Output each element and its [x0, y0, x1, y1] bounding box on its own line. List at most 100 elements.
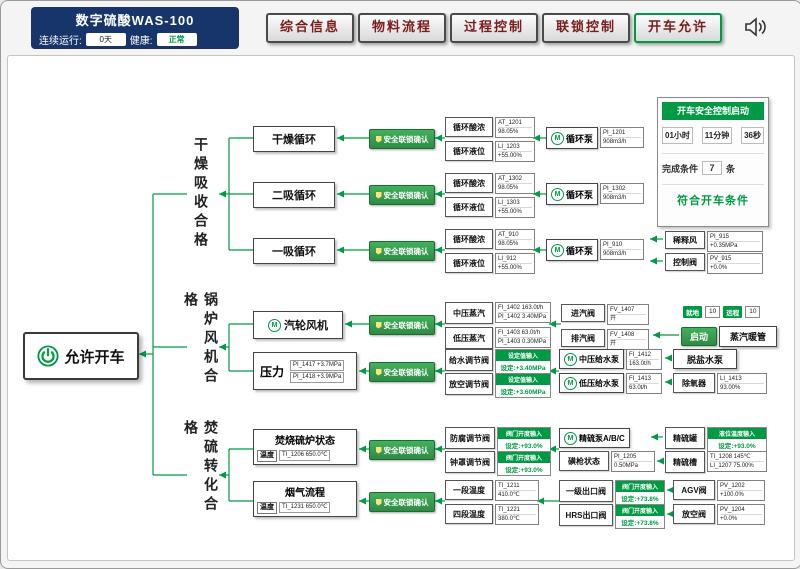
check-stage1-temperature: 一段温度TI_1211410.0℃	[445, 480, 539, 501]
steam-inlet-valve: 进汽阀FV_1407开	[561, 304, 649, 325]
safety-interlock-confirm-button[interactable]: 安全联锁确认	[369, 185, 435, 205]
motor-icon: M	[268, 319, 281, 332]
safety-interlock-confirm-button[interactable]: 安全联锁确认	[369, 315, 435, 335]
value-line: +0.35MPa	[710, 242, 760, 250]
shield-icon	[376, 136, 382, 143]
check-value: TI_1211410.0℃	[495, 480, 539, 501]
safety-interlock-confirm-button[interactable]: 安全联锁确认	[369, 241, 435, 261]
tag-line: FI_1402 163.0t/h	[498, 304, 548, 313]
tag-line: FI_1403 63.0t/h	[498, 329, 548, 338]
start-button[interactable]: 启动	[681, 327, 717, 346]
node-label: 烟气流程	[257, 484, 353, 499]
safety-label: 安全联锁确认	[384, 367, 429, 378]
pump-node: M循环泵	[546, 239, 598, 261]
setpoint-input-chip: 设定值输入	[496, 350, 550, 361]
check-label: 放空调节阀	[445, 373, 493, 395]
node-turbine-fan: M汽轮风机	[253, 311, 343, 339]
group-label-drying-absorption: 干燥吸收合格	[187, 128, 215, 260]
node-label: 压力	[257, 363, 287, 380]
tab-process-control[interactable]: 过程控制	[450, 13, 538, 43]
node-flue-gas-flow: 烟气流程温度TI_1231 650.0℃	[253, 481, 357, 517]
tag-line: TI_1208 145℃	[710, 453, 764, 462]
setpoint-box[interactable]: 阀门开度输入设定:+73.8%	[615, 480, 665, 505]
group-label-sulfur-conversion: 焚硫转化合格	[187, 420, 215, 530]
group-label-boiler-fan: 锅炉风机合格	[187, 292, 215, 402]
pump-value: PI_910908m3/h	[600, 239, 644, 260]
tab-startup-permit[interactable]: 开车允许	[634, 13, 722, 43]
level-temp-input-chip: 液位温度输入	[708, 428, 766, 439]
temp-label: 温度	[257, 450, 277, 462]
value-line: 380.0℃	[498, 515, 536, 523]
anticorrosion-regulating-valve: 防腐调节阀阀门开度输入设定:+93.0%	[445, 427, 551, 452]
value-line: 908m3/h	[603, 138, 641, 146]
value-line: +55.00%	[498, 208, 532, 216]
circulation-pump: M循环泵PI_1302908m3/h	[546, 183, 644, 205]
temp-value: TI_1206 650.0℃	[279, 450, 330, 461]
check-value: PI_12050.50MPa	[611, 451, 655, 472]
tag-line: TI_1221	[498, 506, 536, 515]
tag-line: LI_1203	[498, 143, 532, 152]
safety-interlock-confirm-button[interactable]: 安全联锁确认	[369, 440, 435, 460]
tag-line: PI_1201	[603, 129, 641, 138]
setpoint-box[interactable]: 阀门开度输入设定:+93.0%	[497, 451, 551, 476]
temperature-row: 温度TI_1231 650.0℃	[257, 501, 353, 514]
speaker-icon[interactable]	[743, 16, 769, 43]
dilution-air: 稀释风 PI_915+0.35MPa	[665, 231, 763, 252]
check-label: 稀释风	[665, 231, 705, 249]
safety-interlock-confirm-button[interactable]: 安全联锁确认	[369, 362, 435, 382]
setpoint-box[interactable]: 阀门开度输入设定:+93.0%	[497, 427, 551, 452]
check-label: 循环液位	[445, 141, 493, 161]
check-label: 循环液位	[445, 253, 493, 273]
setpoint-box[interactable]: 液位温度输入设定:+93.0%	[707, 427, 767, 452]
value-line: +0.0%	[720, 515, 762, 523]
value-line: 163.0t/h	[629, 360, 659, 368]
valve-label: AGV阀	[673, 480, 715, 500]
mode-indicators: 就地10远程10	[683, 306, 760, 318]
tab-interlock-control[interactable]: 联锁控制	[542, 13, 630, 43]
shield-icon	[376, 192, 382, 199]
safety-interlock-confirm-button[interactable]: 安全联锁确认	[369, 129, 435, 149]
check-label: 磺枪状态	[559, 451, 609, 471]
safety-interlock-confirm-button[interactable]: 安全联锁确认	[369, 492, 435, 512]
shield-icon	[376, 369, 382, 376]
temp-value: TI_1231 650.0℃	[279, 502, 330, 513]
shield-icon	[376, 248, 382, 255]
control-valve: 控制阀PV_915+0.0%	[665, 253, 763, 274]
pump-value: FI_1412163.0t/h	[626, 349, 662, 370]
completed-unit: 条	[726, 162, 735, 175]
valve-opening-chip: 阀门开度输入	[498, 428, 550, 439]
shield-icon	[376, 499, 382, 506]
setpoint-box[interactable]: 设定值输入设定:+3.60MPa	[495, 373, 551, 398]
motor-icon: M	[564, 353, 577, 366]
tab-comprehensive-info[interactable]: 综合信息	[266, 13, 354, 43]
motor-icon: M	[551, 188, 564, 201]
vent-valve: 放空阀PV_1204+0.0%	[673, 504, 765, 525]
steam-exhaust-valve: 排汽阀FV_1408开	[561, 329, 649, 350]
tab-material-flow[interactable]: 物料流程	[358, 13, 446, 43]
check-value: LI_1203+55.00%	[495, 141, 535, 162]
setpoint-value: 设定:+73.8%	[616, 516, 664, 528]
setpoint-value: 设定:+73.8%	[616, 492, 664, 504]
permit-start-button[interactable]: 允许开车	[23, 332, 139, 380]
permit-label: 允许开车	[64, 346, 124, 367]
check-medium-pressure-steam: 中压蒸汽FI_1402 163.0t/hPI_1402 3.40MPa	[445, 302, 551, 324]
feedwater-regulating-valve: 给水调节阀设定值输入设定:+3.40MPa	[445, 349, 551, 374]
value-line: 98.05%	[498, 240, 532, 248]
tag-line: PI_915	[710, 233, 760, 242]
completed-conditions: 完成条件 7 条	[662, 153, 764, 175]
setpoint-box[interactable]: 阀门开度输入设定:+73.8%	[615, 504, 665, 529]
check-label: 循环液位	[445, 197, 493, 217]
motor-icon: M	[564, 432, 577, 445]
pump-label: 低压给水泵	[579, 378, 619, 389]
hrs-outlet-valve: HRS出口阀阀门开度输入设定:+73.8%	[559, 504, 665, 529]
check-liquid-level: 循环液位LI_912+55.00%	[445, 253, 535, 274]
safety-label: 安全联锁确认	[384, 445, 429, 456]
setpoint-box[interactable]: 设定值输入设定:+3.40MPa	[495, 349, 551, 374]
pump-node: M循环泵	[546, 183, 598, 205]
check-value: PV_915+0.0%	[707, 253, 763, 274]
value-line: 93.00%	[720, 384, 764, 392]
check-value: LI_141393.00%	[717, 373, 767, 394]
tag-line: FI_1413	[629, 375, 659, 384]
tag-line: PV_1202	[720, 482, 762, 491]
pump-label: 循环泵	[566, 132, 593, 145]
